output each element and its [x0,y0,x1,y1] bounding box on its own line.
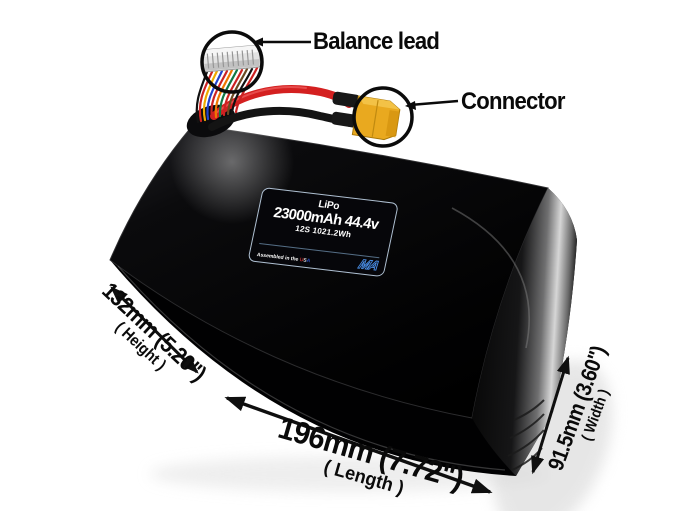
length-dimension-arrow [224,396,493,494]
connector-leader-tip [405,101,416,110]
balance-connector-pins [206,49,255,69]
xt60-shrink-bottom [331,111,359,128]
xt60-shrink-top [332,91,361,108]
xt60-seam [371,100,379,137]
xt60-body-top [358,96,400,110]
dimension-arrows [110,286,570,494]
callouts [200,30,459,148]
connector-label: Connector [461,88,566,115]
battery-sticker-label: LiPo 23000mAh 44.4v 12S 1021.2Wh Assembl… [247,187,399,278]
xt60-connector [331,91,401,141]
connector-callout-circle [352,86,414,148]
balance-lead-callout-circle [200,30,264,94]
balance-lead-label: Balance lead [313,28,440,55]
label-assembled-country: USA [299,257,311,265]
battery-body [109,100,577,476]
label-assembled-text: Assembled in the USA [256,252,311,264]
brand-logo: MA [355,256,382,274]
xt60-body-end [385,110,400,138]
label-assembled-prefix: Assembled in the [256,251,301,264]
width-dimension-arrow [531,355,570,475]
connector-leader-line [409,99,459,107]
height-dimension-arrow [110,286,199,374]
balance-connector [201,44,261,73]
top-face-reflection [451,207,530,349]
balance-lead-leader-tip [253,37,263,47]
